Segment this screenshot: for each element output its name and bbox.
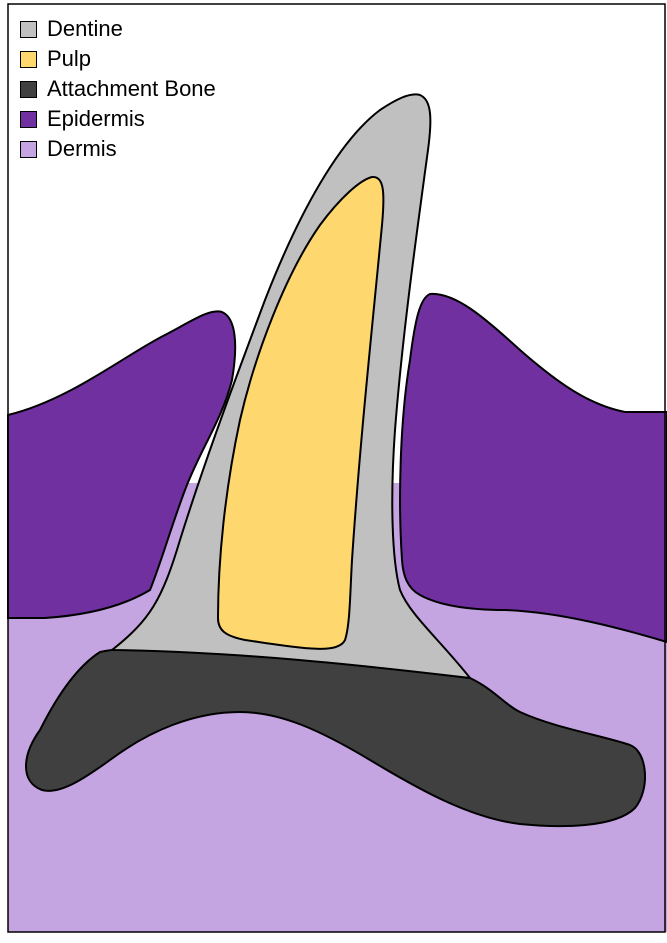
legend-swatch-attachment-bone — [20, 81, 37, 98]
legend-label-dentine: Dentine — [47, 14, 123, 44]
legend-label-attachment-bone: Attachment Bone — [47, 74, 216, 104]
legend-swatch-dermis — [20, 141, 37, 158]
legend-label-epidermis: Epidermis — [47, 104, 145, 134]
legend: Dentine Pulp Attachment Bone Epidermis D… — [20, 14, 216, 164]
legend-label-pulp: Pulp — [47, 44, 91, 74]
legend-item-epidermis: Epidermis — [20, 104, 216, 134]
legend-swatch-dentine — [20, 21, 37, 38]
legend-item-attachment-bone: Attachment Bone — [20, 74, 216, 104]
legend-swatch-pulp — [20, 51, 37, 68]
legend-item-dentine: Dentine — [20, 14, 216, 44]
legend-item-pulp: Pulp — [20, 44, 216, 74]
legend-label-dermis: Dermis — [47, 134, 117, 164]
legend-item-dermis: Dermis — [20, 134, 216, 164]
legend-swatch-epidermis — [20, 111, 37, 128]
